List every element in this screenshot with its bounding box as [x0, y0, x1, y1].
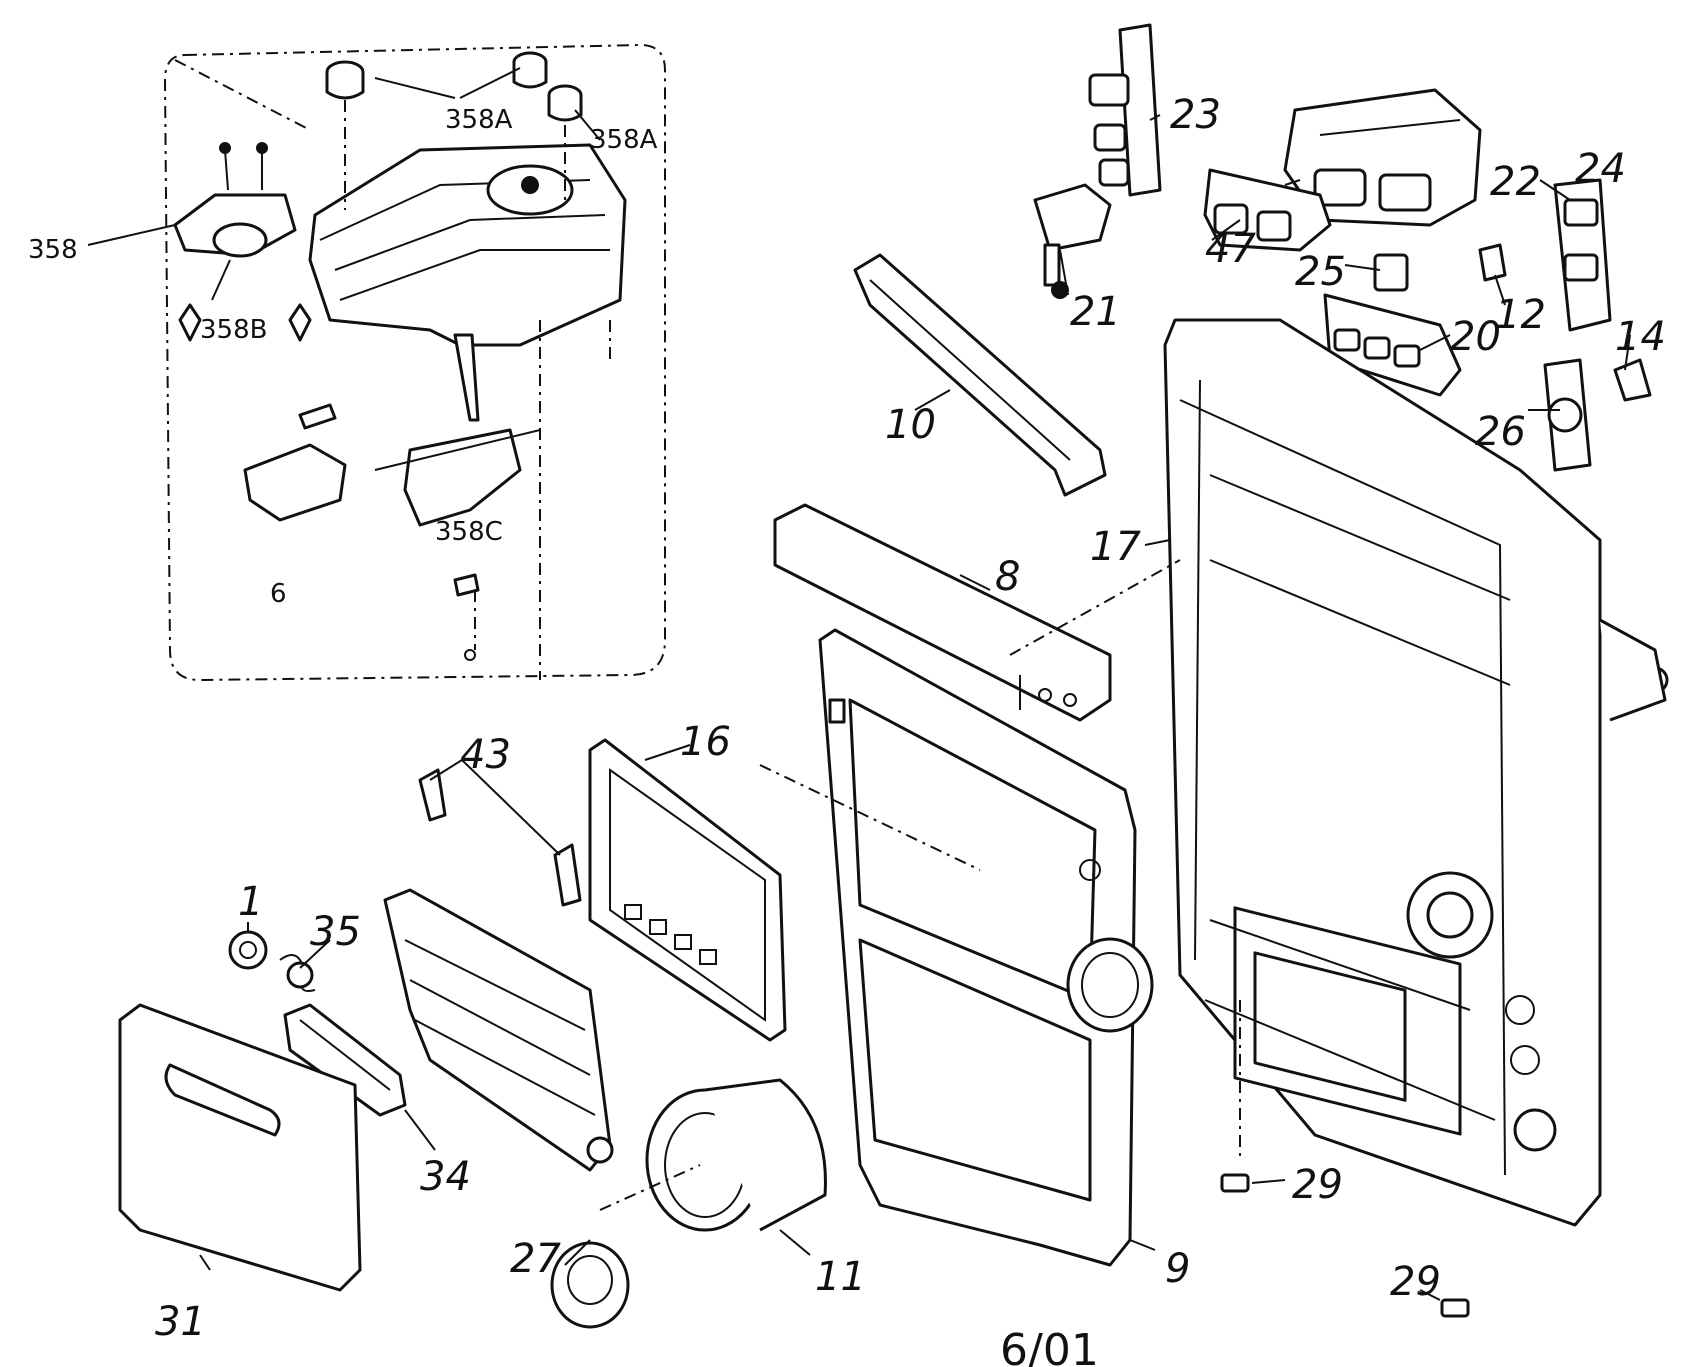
switch-12	[1478, 243, 1507, 282]
cd-loader-mechanism	[308, 143, 627, 422]
display-window-16	[588, 738, 981, 1042]
cassette-mechanism	[383, 888, 614, 1172]
rubber-mount	[547, 84, 583, 122]
callout-47: 47	[1205, 226, 1256, 272]
callout-31: 31	[155, 1299, 206, 1345]
callout-26: 26	[1475, 409, 1526, 455]
callout-24: 24	[1575, 146, 1626, 192]
callout-358a: 358A	[590, 125, 658, 155]
callout-29: 29	[1292, 1162, 1343, 1208]
switch-21	[1033, 183, 1112, 299]
button-strip-47	[1203, 168, 1332, 252]
callout-1: 1	[238, 879, 263, 925]
pickup-sled	[243, 403, 541, 661]
callout-25: 25	[1295, 249, 1346, 295]
button-strip-22	[1283, 88, 1482, 227]
switch-26	[1543, 358, 1592, 472]
rubber-mount	[325, 60, 365, 100]
callout-22: 22	[1490, 159, 1541, 205]
callout-17: 17	[1090, 524, 1141, 570]
callout-43: 43	[460, 732, 511, 778]
subassembly-boundary	[163, 43, 666, 682]
callout-10: 10	[885, 402, 936, 448]
callout-27: 27	[510, 1236, 561, 1282]
clip-29	[1440, 1298, 1470, 1318]
callout-35: 35	[310, 909, 361, 955]
button-strip-20	[1323, 293, 1462, 397]
callout-9: 9	[1165, 1246, 1190, 1292]
callout-358: 358	[28, 235, 78, 265]
trim-panel-10	[853, 253, 1107, 497]
callout-16: 16	[680, 719, 731, 765]
bezel-ring-11	[645, 1078, 827, 1232]
callout-34: 34	[420, 1154, 471, 1200]
motor-bracket	[173, 142, 312, 342]
trim-bar-8	[773, 503, 1112, 722]
callout-6: 6	[270, 579, 287, 609]
callout-358c: 358C	[435, 517, 503, 547]
callout-14: 14	[1615, 314, 1666, 360]
cd-mechanism-assembly	[163, 43, 666, 682]
spring-35	[279, 954, 316, 992]
callout-8: 8	[995, 554, 1020, 600]
clip-29	[1220, 1173, 1250, 1193]
callout-12: 12	[1495, 292, 1546, 338]
belt-34	[283, 1003, 407, 1117]
callout-21: 21	[1070, 289, 1121, 335]
switch-14	[1613, 358, 1652, 402]
knob-1	[228, 930, 268, 970]
front-cabinet-17	[1163, 318, 1669, 1227]
lever-43	[418, 768, 582, 907]
switch-24	[1553, 178, 1612, 332]
callout-23: 23	[1170, 92, 1221, 138]
switch-25	[1373, 253, 1409, 292]
callout-358a: 358A	[445, 105, 513, 135]
callout-29: 29	[1390, 1259, 1441, 1305]
callout-labels: 358 358A 358A 358B 358C 6 23 22 24 47 21…	[28, 92, 1666, 1345]
callout-11: 11	[815, 1254, 866, 1300]
cassette-door-31	[118, 1003, 362, 1292]
rubber-mount	[512, 51, 548, 89]
front-bezel-9	[818, 628, 1154, 1267]
footer-code: 6/01	[1000, 1325, 1099, 1367]
switch-23	[1088, 23, 1162, 197]
callout-20: 20	[1450, 314, 1501, 360]
leader-lines	[87, 67, 1631, 1301]
callout-358b: 358B	[200, 315, 267, 345]
knob-27	[550, 1241, 630, 1329]
